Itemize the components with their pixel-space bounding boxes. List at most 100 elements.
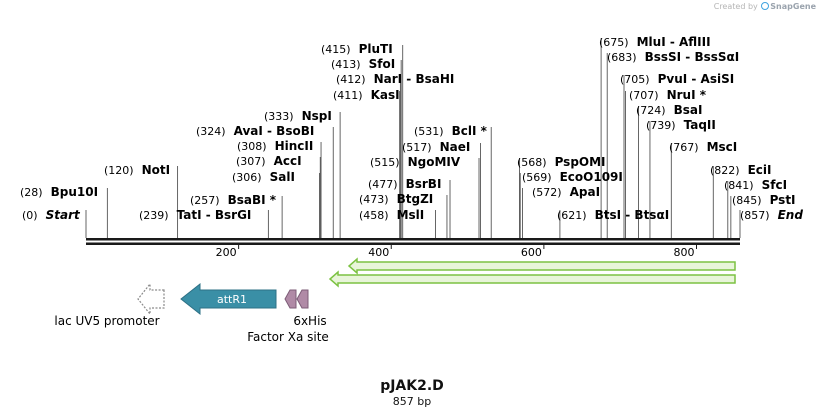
site-name: BclI * [452, 124, 488, 138]
restriction-site-label[interactable]: (415) PluTI [321, 42, 393, 56]
site-leader-lines [85, 38, 741, 238]
site-position: (257) [190, 194, 220, 207]
restriction-site-label[interactable]: (413) SfoI [331, 57, 395, 71]
restriction-site-label[interactable]: (568) PspOMI [517, 155, 606, 169]
site-position: (683) [607, 51, 637, 64]
site-name: NruI * [667, 88, 707, 102]
site-position: (239) [139, 209, 169, 222]
restriction-site-label[interactable]: (822) EciI [710, 163, 771, 177]
restriction-site-label[interactable]: (724)BsaI [636, 103, 702, 117]
site-name: AccI [274, 154, 302, 168]
restriction-site-label[interactable]: (308)HincII [237, 139, 313, 153]
site-position: (120) [104, 164, 134, 177]
site-name: BsrBI [406, 177, 442, 191]
site-name: KasI [371, 88, 400, 102]
restriction-site-label[interactable]: (675)MluI - AflIII [599, 35, 711, 49]
restriction-site-label[interactable]: (333)NspI [264, 109, 332, 123]
restriction-site-label[interactable]: (572)ApaI [532, 185, 600, 199]
site-position: (458) [359, 209, 389, 222]
site-position: (515) [370, 156, 400, 169]
site-position: (306) [232, 171, 262, 184]
site-name: Start [46, 208, 81, 222]
site-position: (411) [333, 89, 363, 102]
ruler-tick-label: 400 [368, 246, 389, 259]
site-position: (707) [629, 89, 659, 102]
restriction-site-label[interactable]: (739) TaqII [646, 118, 716, 132]
restriction-site-label[interactable]: (411) KasI [333, 88, 400, 102]
site-name: NaeI [440, 140, 471, 154]
site-position: (412) [336, 73, 366, 86]
restriction-site-label[interactable]: (458) MslI [359, 208, 424, 222]
site-name: EciI [748, 163, 772, 177]
restriction-site-label[interactable]: (683) BssSI - BssSαI [607, 50, 739, 64]
site-name: Bpu10I [51, 185, 98, 199]
site-name: NgoMIV [408, 155, 461, 169]
site-name: PspOMI [555, 155, 606, 169]
site-position: (739) [646, 119, 676, 132]
lac-uv5-promoter-feature[interactable] [137, 282, 165, 316]
ruler-tick-label: 600 [521, 246, 542, 259]
site-name: BtsI - BtsαI [595, 208, 670, 222]
site-name: BtgZI [397, 192, 434, 206]
restriction-site-label[interactable]: (239) TatI - BsrGI [139, 208, 251, 222]
restriction-site-label[interactable]: (621)BtsI - BtsαI [557, 208, 669, 222]
restriction-site-label[interactable]: (841)SfcI [724, 178, 787, 192]
restriction-site-label[interactable]: (257)BsaBI * [190, 193, 277, 207]
site-name: TaqII [684, 118, 716, 132]
site-position: (517) [402, 141, 432, 154]
restriction-site-label[interactable]: (707) NruI * [629, 88, 707, 102]
restriction-site-label[interactable]: (307)AccI [236, 154, 302, 168]
credit-prefix: Created by [713, 2, 758, 11]
plasmid-length: 857 bp [392, 395, 432, 408]
attr1-feature[interactable] [180, 282, 277, 316]
site-position: (822) [710, 164, 740, 177]
ruler-tick-label: 800 [674, 246, 695, 259]
site-name: PstI [770, 193, 796, 207]
site-name: PvuI - AsiSI [658, 72, 735, 86]
restriction-site-label[interactable]: (120)NotI [104, 163, 170, 177]
sequence-backbone [86, 238, 740, 245]
restriction-site-label[interactable]: (857)End [740, 208, 803, 222]
site-position: (767) [669, 141, 699, 154]
site-position: (473) [359, 193, 389, 206]
site-position: (705) [620, 73, 650, 86]
restriction-site-label[interactable]: (845)PstI [732, 193, 796, 207]
restriction-site-label[interactable]: (569)EcoO109I [522, 170, 623, 184]
snapgene-logo-icon [761, 2, 770, 10]
restriction-site-label[interactable]: (515) NgoMIV [370, 155, 461, 169]
restriction-site-label[interactable]: (517) NaeI [402, 140, 470, 154]
site-name: BssSI - BssSαI [645, 50, 740, 64]
site-name: SfoI [369, 57, 396, 71]
his-tag-feature[interactable] [284, 289, 309, 309]
restriction-site-label[interactable]: (0) Start [22, 208, 81, 222]
restriction-site-label[interactable]: (477) BsrBI [368, 177, 441, 191]
restriction-site-label[interactable]: (324)AvaI - BsoBI [196, 124, 314, 138]
site-name: TatI - BsrGI [177, 208, 252, 222]
site-position: (333) [264, 110, 294, 123]
site-position: (415) [321, 43, 351, 56]
site-name: MluI - AflIII [637, 35, 711, 49]
site-name: SfcI [762, 178, 787, 192]
attr1-label: attR1 [217, 293, 247, 306]
site-position: (569) [522, 171, 552, 184]
feature-arrow-lower[interactable] [328, 270, 736, 288]
site-position: (0) [22, 209, 38, 222]
site-position: (413) [331, 58, 361, 71]
site-name: MslI [397, 208, 425, 222]
restriction-site-label[interactable]: (531) BclI * [414, 124, 488, 138]
site-name: SalI [270, 170, 295, 184]
site-position: (308) [237, 140, 267, 153]
restriction-site-label[interactable]: (705) PvuI - AsiSI [620, 72, 734, 86]
site-position: (531) [414, 125, 444, 138]
site-position: (568) [517, 156, 547, 169]
site-name: PluTI [359, 42, 393, 56]
restriction-site-label[interactable]: (473) BtgZI [359, 192, 433, 206]
restriction-site-label[interactable]: (306) SalI [232, 170, 295, 184]
feature-arrow-upper[interactable] [347, 257, 736, 275]
restriction-site-label[interactable]: (28)Bpu10I [20, 185, 98, 199]
site-name: BsaI [674, 103, 703, 117]
restriction-site-label[interactable]: (412)NarI - BsaHI [336, 72, 454, 86]
site-position: (477) [368, 178, 398, 191]
restriction-site-label[interactable]: (767)MscI [669, 140, 737, 154]
